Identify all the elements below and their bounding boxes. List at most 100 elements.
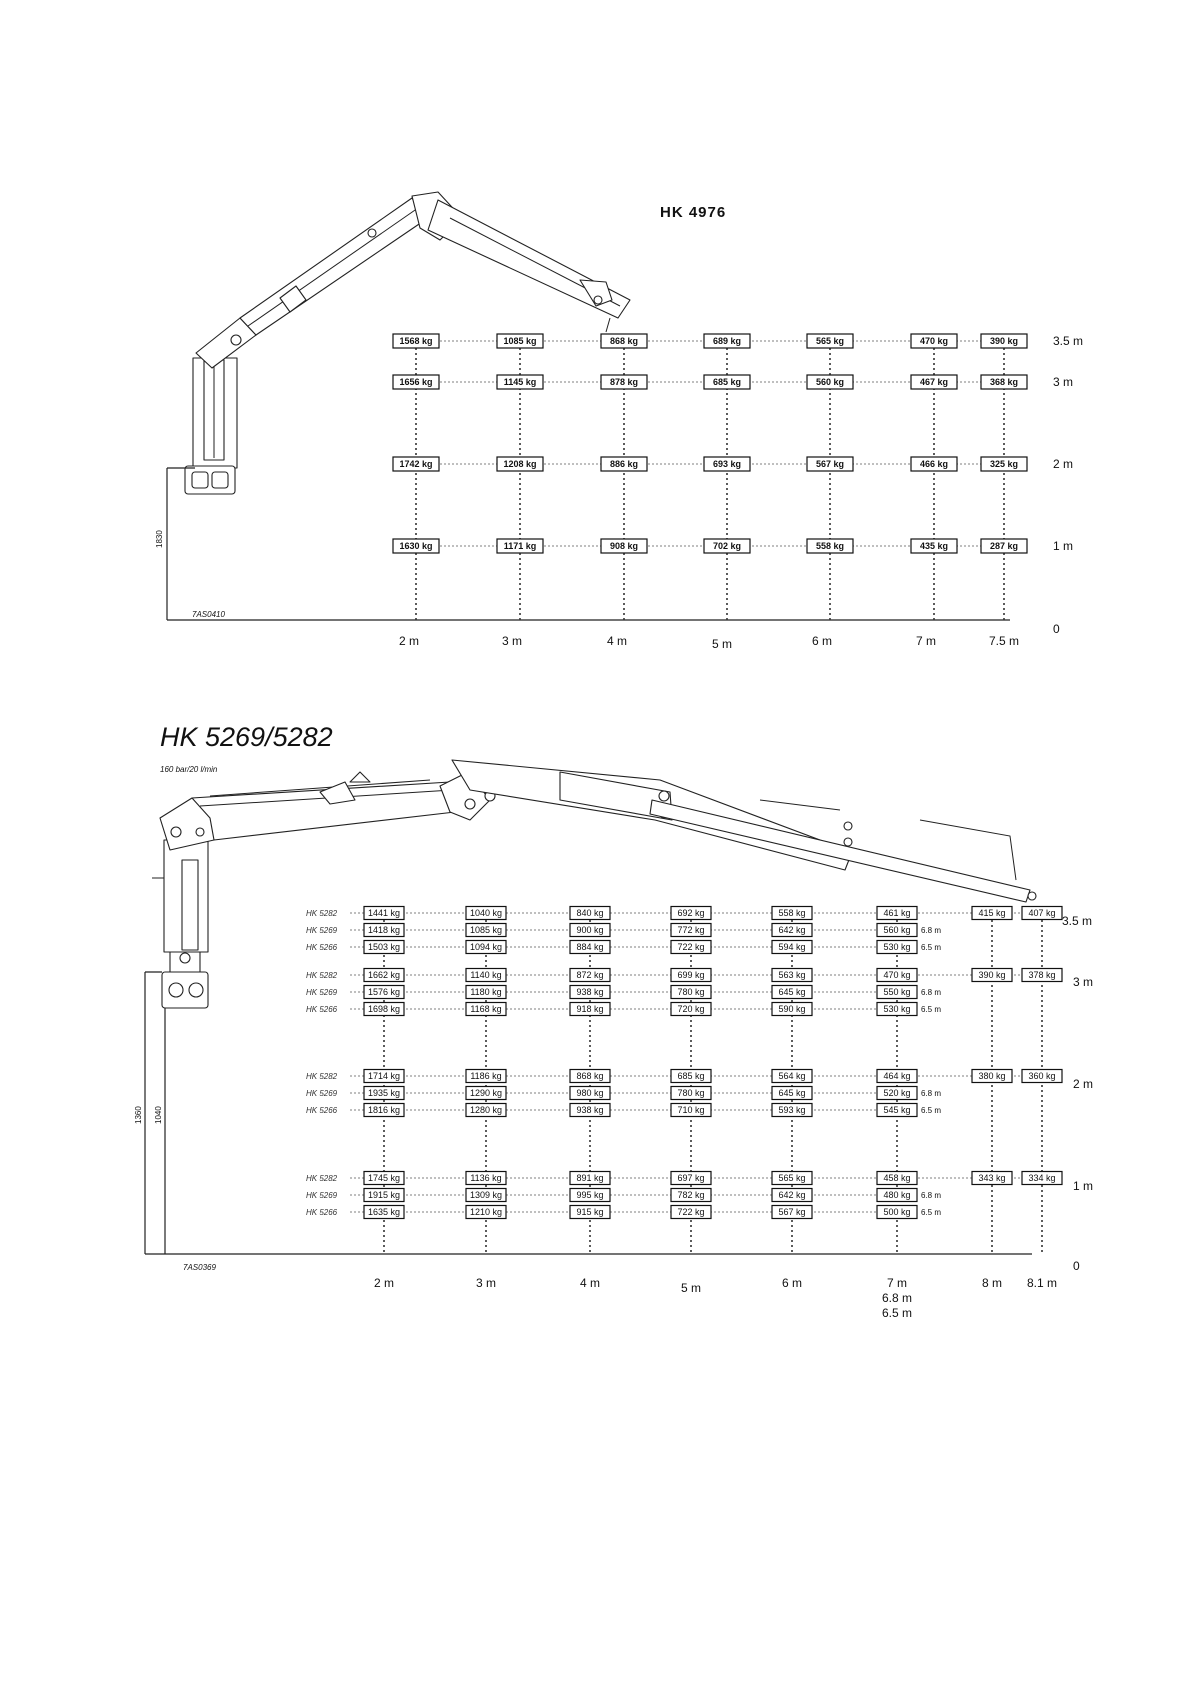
- hk4976-capacity-value-box: [703, 333, 751, 349]
- hk5269-5282-capacity-value: 1280 kg: [470, 1105, 502, 1115]
- hk5269-5282-height-label: 3 m: [1073, 975, 1093, 989]
- hk5269-5282-dim-inner: 1040: [154, 1106, 163, 1124]
- hk5269-5282-capacity-value: 343 kg: [978, 1173, 1005, 1183]
- hk5269-5282-capacity-value-box: [569, 1204, 611, 1220]
- hk5269-5282-capacity-value: 938 kg: [576, 987, 603, 997]
- hk4976-mast-height-dimension: 1830: [155, 467, 195, 620]
- hk5269-5282-x-tick-extra: 6.5 m: [882, 1306, 912, 1320]
- hk5269-5282-capacity-value: 685 kg: [677, 1071, 704, 1081]
- hk5269-5282-capacity-value: 407 kg: [1028, 908, 1055, 918]
- hk5269-5282-capacity-value-box: [363, 1187, 405, 1203]
- hk5269-5282-model-label: HK 5266: [306, 1106, 338, 1115]
- hk5269-5282-capacity-value: 558 kg: [778, 908, 805, 918]
- hk4976-x-tick-label: 7.5 m: [989, 634, 1019, 648]
- hk5269-5282-capacity-value-box: [876, 967, 918, 983]
- hk4976-x-tick-label: 7 m: [916, 634, 936, 648]
- hk4976-capacity-value: 470 kg: [920, 336, 948, 346]
- hk5269-5282-capacity-value-box: [771, 984, 813, 1000]
- hk5269-5282-capacity-value: 782 kg: [677, 1190, 704, 1200]
- hk5269-5282-capacity-value: 461 kg: [883, 908, 910, 918]
- hk5269-5282-capacity-value: 470 kg: [883, 970, 910, 980]
- hk4976-capacity-value-box: [980, 374, 1028, 390]
- hk5269-5282-capacity-value-box: [670, 1068, 712, 1084]
- hk5269-5282-capacity-value: 772 kg: [677, 925, 704, 935]
- hk5269-5282-capacity-value-box: [670, 1187, 712, 1203]
- hk5269-5282-capacity-value-box: [569, 905, 611, 921]
- hk5269-5282-capacity-value-box: [569, 967, 611, 983]
- hk5269-5282-capacity-value-box: [569, 1068, 611, 1084]
- hk4976-capacity-value: 325 kg: [990, 459, 1018, 469]
- hk5269-5282-capacity-value: 464 kg: [883, 1071, 910, 1081]
- hk5269-5282-capacity-value: 1698 kg: [368, 1004, 400, 1014]
- hk4976-capacity-value: 466 kg: [920, 459, 948, 469]
- hk5269-5282-height-label: 2 m: [1073, 1077, 1093, 1091]
- hk4976-capacity-value: 565 kg: [816, 336, 844, 346]
- hk5269-5282-x-tick-label: 4 m: [580, 1276, 600, 1290]
- hk5269-5282-capacity-value: 697 kg: [677, 1173, 704, 1183]
- hk5269-5282-capacity-value-box: [771, 1170, 813, 1186]
- hk5269-5282-capacity-value: 692 kg: [677, 908, 704, 918]
- hk5269-5282-capacity-value: 645 kg: [778, 1088, 805, 1098]
- hk4976-x-tick-label: 3 m: [502, 634, 522, 648]
- hk5269-5282-capacity-value: 567 kg: [778, 1207, 805, 1217]
- hk4976-capacity-value: 868 kg: [610, 336, 638, 346]
- hk4976-capacity-value-box: [910, 374, 958, 390]
- hk5269-5282-capacity-value: 530 kg: [883, 1004, 910, 1014]
- hk5269-5282-capacity-value: 1935 kg: [368, 1088, 400, 1098]
- hk5269-5282-capacity-value-box: [876, 1170, 918, 1186]
- hk4976-capacity-value-box: [806, 456, 854, 472]
- hk5269-5282-capacity-value-box: [465, 1068, 507, 1084]
- hk5269-5282-capacity-value: 550 kg: [883, 987, 910, 997]
- hk5269-5282-x-tick-extra: 6.8 m: [882, 1291, 912, 1305]
- hk5269-5282-capacity-value-box: [670, 905, 712, 921]
- hk5269-5282-capacity-value-box: [465, 1204, 507, 1220]
- hk5269-5282-capacity-value-box: [1021, 967, 1063, 983]
- hk4976-capacity-value: 689 kg: [713, 336, 741, 346]
- hk5269-5282-capacity-value: 530 kg: [883, 942, 910, 952]
- hk5269-5282-height-label: 1 m: [1073, 1179, 1093, 1193]
- hk5269-5282-model-label: HK 5269: [306, 988, 338, 997]
- hk5269-5282-capacity-value: 334 kg: [1028, 1173, 1055, 1183]
- hk5269-5282-capacity-value: 1441 kg: [368, 908, 400, 918]
- hk4976-capacity-value-box: [392, 374, 440, 390]
- hk4976-capacity-value: 287 kg: [990, 541, 1018, 551]
- hk4976-capacity-value-box: [980, 333, 1028, 349]
- hk5269-5282-capacity-value: 1094 kg: [470, 942, 502, 952]
- hk5269-5282-capacity-value-box: [876, 939, 918, 955]
- hk5269-5282-capacity-value-box: [670, 1001, 712, 1017]
- hk4976-capacity-value-box: [496, 456, 544, 472]
- hk5269-5282-capacity-value: 545 kg: [883, 1105, 910, 1115]
- hk4976-capacity-value-box: [910, 333, 958, 349]
- hk5269-5282-capacity-value: 360 kg: [1028, 1071, 1055, 1081]
- hk4976-height-label: 1 m: [1053, 539, 1073, 553]
- hk5269-5282-capacity-value-box: [465, 905, 507, 921]
- hk5269-5282-capacity-value: 1745 kg: [368, 1173, 400, 1183]
- hk5269-5282-capacity-value: 378 kg: [1028, 970, 1055, 980]
- hk5269-5282-capacity-value: 645 kg: [778, 987, 805, 997]
- hk5269-5282-capacity-value: 840 kg: [576, 908, 603, 918]
- hk4976-capacity-value-box: [910, 456, 958, 472]
- hk5269-5282-crane-drawing: [152, 759, 1037, 1009]
- hk4976-capacity-value: 1085 kg: [503, 336, 536, 346]
- hk5269-5282-capacity-value-box: [971, 1170, 1013, 1186]
- hk5269-5282-capacity-value-box: [569, 1085, 611, 1101]
- hk5269-5282-x-tick-label: 8.1 m: [1027, 1276, 1057, 1290]
- hk5269-5282-capacity-value: 458 kg: [883, 1173, 910, 1183]
- hk5269-5282-capacity-value-box: [363, 922, 405, 938]
- hk5269-5282-model-label: HK 5282: [306, 1174, 338, 1183]
- hk5269-5282-capacity-value-box: [876, 1068, 918, 1084]
- hk4976-capacity-value: 886 kg: [610, 459, 638, 469]
- hk4976-x-tick-label: 4 m: [607, 634, 627, 648]
- hk4976-capacity-value-box: [600, 456, 648, 472]
- hk4976-capacity-value: 1656 kg: [399, 377, 432, 387]
- hk5269-5282-reach-note: 6.5 m: [921, 1208, 941, 1217]
- hk5269-5282-capacity-value: 1136 kg: [470, 1173, 501, 1183]
- hk5269-5282-capacity-value-box: [670, 967, 712, 983]
- hk4976-capacity-value: 435 kg: [920, 541, 948, 551]
- hk5269-5282-capacity-value-box: [971, 967, 1013, 983]
- hk5269-5282-capacity-value: 722 kg: [677, 1207, 704, 1217]
